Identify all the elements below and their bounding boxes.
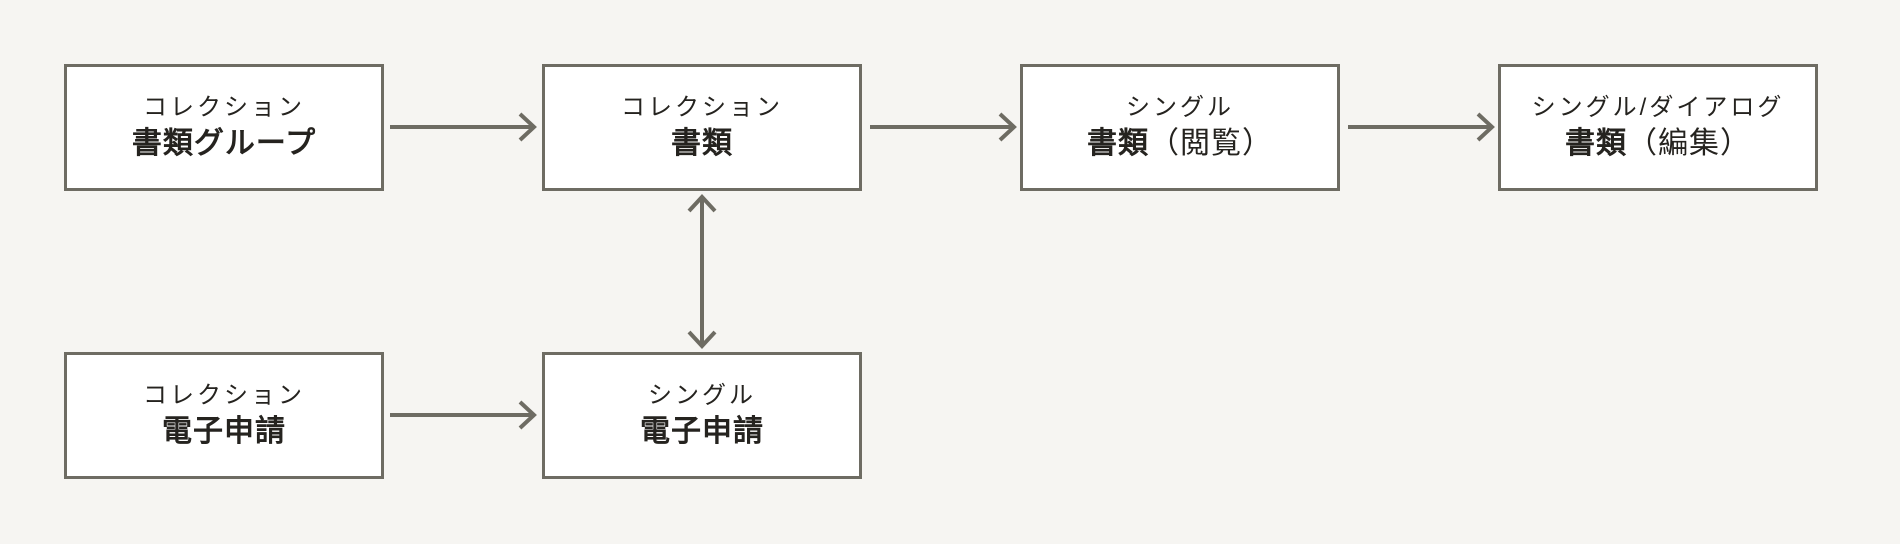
- node-type-label: シングル: [1126, 94, 1234, 121]
- node-type-label: シングル/ダイアログ: [1531, 94, 1785, 121]
- node-collection-shorui: コレクション 書類: [542, 64, 862, 191]
- arrow-shorui-group-to-shorui-head: [518, 112, 537, 142]
- node-title-bold: 書類: [671, 127, 733, 160]
- node-title-suffix: （編集）: [1627, 127, 1751, 160]
- node-type-label: コレクション: [621, 94, 783, 121]
- node-title-bold: 電子申請: [640, 415, 764, 448]
- arrow-shorui-etsuran-to-henshu-head: [1476, 112, 1495, 142]
- node-single-denshi-shinsei: シングル 電子申請: [542, 352, 862, 479]
- node-title-bold: 書類: [1565, 127, 1627, 160]
- node-title-bold: 書類グループ: [131, 127, 317, 160]
- arrow-denshi-collection-to-single-head: [518, 400, 537, 430]
- arrow-shorui-denshi-bidirectional-head: [687, 330, 717, 349]
- arrow-shorui-to-shorui-etsuran-head: [998, 112, 1017, 142]
- node-title: 書類（編集）: [1565, 129, 1751, 159]
- node-collection-shorui-group: コレクション 書類グループ: [64, 64, 384, 191]
- node-type-label: コレクション: [143, 94, 305, 121]
- node-title: 電子申請: [640, 417, 764, 447]
- node-type-label: コレクション: [143, 382, 305, 409]
- arrow-shorui-denshi-bidirectional-head: [687, 194, 717, 213]
- node-title: 書類: [671, 129, 733, 159]
- node-single-dialog-shorui-henshu: シングル/ダイアログ 書類（編集）: [1498, 64, 1818, 191]
- node-single-shorui-etsuran: シングル 書類（閲覧）: [1020, 64, 1340, 191]
- node-title-bold: 書類: [1087, 127, 1149, 160]
- node-title-suffix: （閲覧）: [1149, 127, 1273, 160]
- node-collection-denshi-shinsei: コレクション 電子申請: [64, 352, 384, 479]
- node-title-bold: 電子申請: [162, 415, 286, 448]
- node-title: 電子申請: [162, 417, 286, 447]
- node-title: 書類グループ: [132, 129, 316, 159]
- node-title: 書類（閲覧）: [1087, 129, 1273, 159]
- node-type-label: シングル: [648, 382, 756, 409]
